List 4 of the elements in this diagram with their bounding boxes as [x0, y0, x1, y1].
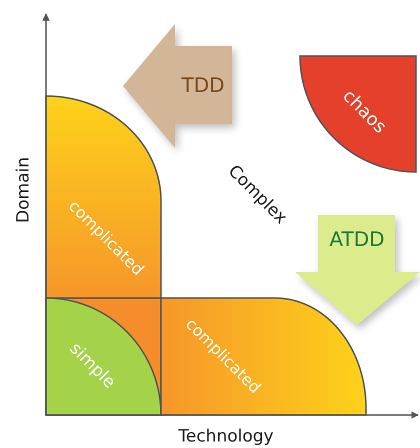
- axis-title: Domain: [16, 157, 32, 223]
- region-label: ATDD: [329, 229, 385, 249]
- region-label: TDD: [181, 75, 225, 95]
- axis-title: Technology: [178, 428, 274, 446]
